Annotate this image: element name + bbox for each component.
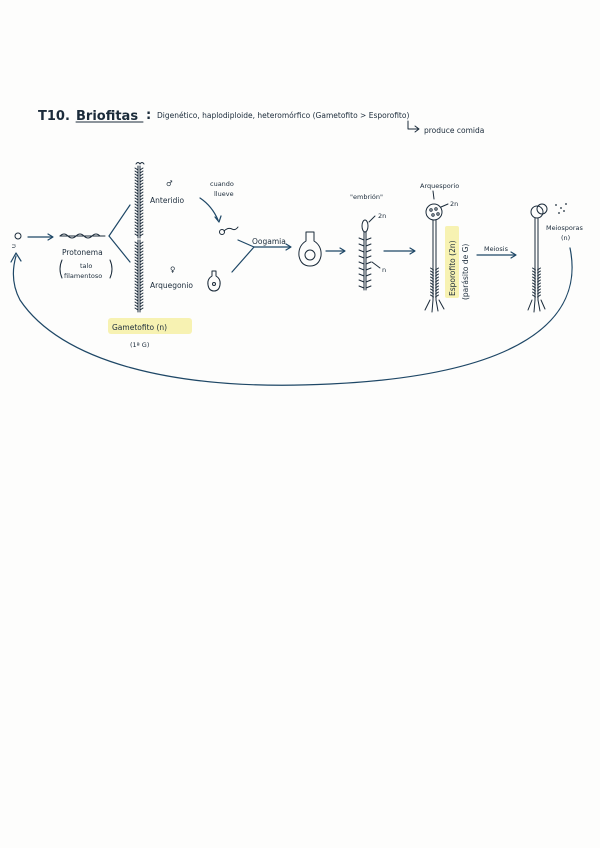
protonema-note-2: filamentoso	[64, 272, 102, 280]
spore-icon	[14, 232, 22, 240]
female-gametophyte: ♀ Arquegonio	[134, 239, 221, 313]
rhizoids-icon	[424, 299, 445, 313]
female-leaves-icon	[134, 241, 144, 311]
male-leaves-icon	[134, 167, 144, 237]
anteridio-label: Anteridio	[150, 196, 184, 205]
title-name: Briofitas	[76, 109, 138, 124]
anterozoid-flagellum	[223, 226, 239, 232]
arrow-meiosis-head	[510, 251, 517, 259]
arrow-oogamia-head	[285, 243, 292, 251]
male-gametophyte: ♂ Anteridio cuando llueve	[134, 162, 239, 239]
oogamia-stage: Oogamia	[231, 231, 322, 273]
sporophyte-gametophyte-leaves-icon	[430, 267, 439, 298]
male-symbol: ♂	[166, 179, 173, 188]
spore-ploidy: n	[10, 244, 18, 248]
note-arrow	[407, 120, 419, 130]
spore-dot-1	[429, 208, 433, 212]
embryo-ploidy-pointer	[368, 215, 376, 223]
note-arrow-head	[414, 125, 420, 133]
spore-dot-2	[434, 207, 438, 211]
gametofito-label: Gametofito (n)	[112, 323, 167, 332]
arrow-rain-head	[214, 215, 222, 223]
protonema-filament-icon	[59, 233, 101, 239]
embryo-leaves-icon	[358, 237, 372, 289]
capsule-lid	[536, 203, 548, 215]
protonema-label: Protonema	[62, 248, 103, 257]
meiosis-label: Meiosis	[484, 245, 509, 253]
protonema-note-1: talo	[80, 262, 92, 270]
zygote-archegonium-icon	[298, 231, 322, 267]
branch-sperm-to-oogamia	[237, 239, 255, 248]
embryo-stage: "embrión" 2n n	[325, 193, 386, 291]
arrow-rain	[199, 197, 219, 221]
spore-dot-3	[431, 213, 435, 217]
branch-egg-to-oogamia	[231, 246, 255, 273]
arquesporio-pointer	[432, 190, 435, 200]
meiosporas-label: Meiosporas	[546, 224, 584, 232]
return-arrow-curve	[12, 247, 573, 386]
embryo-base-ploidy: n	[382, 266, 386, 274]
title-note: produce comida	[424, 126, 484, 135]
cycle-return-arrow	[10, 247, 573, 386]
spore-stage: n	[10, 232, 54, 248]
released-spores-icon	[555, 203, 567, 214]
esporofito-highlight	[445, 226, 459, 298]
branch-to-female	[108, 235, 131, 263]
egg-cell	[212, 282, 216, 286]
sporophyte-stage: Arquesporio 2n Esporofito (2n) (parásito…	[383, 182, 470, 313]
capsule-ploidy-pointer	[440, 203, 449, 208]
spore-dot-4	[436, 212, 440, 216]
paren-right	[109, 259, 113, 279]
antheridium-tip-icon	[135, 162, 145, 165]
arrow-to-embryo-head	[339, 247, 346, 255]
zygote-icon	[304, 249, 316, 261]
gametofito-highlight	[108, 318, 192, 334]
title-block: T10. Briofitas : Digenético, haplodiploi…	[38, 108, 484, 135]
embryo-capsule-icon	[361, 219, 369, 233]
arquesporio-ploidy: 2n	[450, 200, 458, 208]
mature-rhizoids-icon	[527, 299, 546, 313]
paren-left	[59, 259, 63, 279]
arrow-spore-to-protonema-head	[47, 233, 54, 241]
gametofito-label-group: Gametofito (n) (1ª G)	[108, 318, 192, 349]
esporofito-note: (parásito de G)	[461, 244, 470, 300]
esporofito-label: Esporofito (2n)	[448, 240, 457, 296]
archegonium-icon	[207, 270, 221, 292]
when-rains-2: llueve	[214, 190, 234, 198]
arquegonio-label: Arquegonio	[150, 281, 193, 290]
title-number: T10.	[38, 109, 70, 124]
arquesporio-label: Arquesporio	[420, 182, 459, 190]
return-arrow-head	[10, 252, 22, 263]
embryo-ploidy: 2n	[378, 212, 386, 220]
when-rains-1: cuando	[210, 180, 234, 188]
anterozoid-icon	[219, 229, 225, 235]
meiosporas-ploidy: (n)	[561, 234, 570, 242]
female-symbol: ♀	[170, 265, 176, 274]
mature-leaves-icon	[532, 267, 541, 298]
embryo-base-pointer	[371, 261, 381, 269]
arrow-to-sporophyte-head	[409, 247, 416, 255]
open-capsule-icon	[530, 205, 544, 219]
generation-label: (1ª G)	[130, 341, 149, 349]
embryo-label: "embrión"	[350, 193, 383, 201]
title-colon: :	[146, 108, 151, 123]
branch-to-male	[108, 204, 131, 237]
capsule-icon	[425, 203, 443, 221]
meiosis-stage: Meiosis Meiosporas (n)	[476, 203, 584, 313]
oogamia-label: Oogamia	[252, 237, 286, 246]
title-description: Digenético, haplodiploide, heteromórfico…	[157, 111, 409, 120]
protonema-stage: Protonema talo filamentoso	[59, 204, 131, 280]
